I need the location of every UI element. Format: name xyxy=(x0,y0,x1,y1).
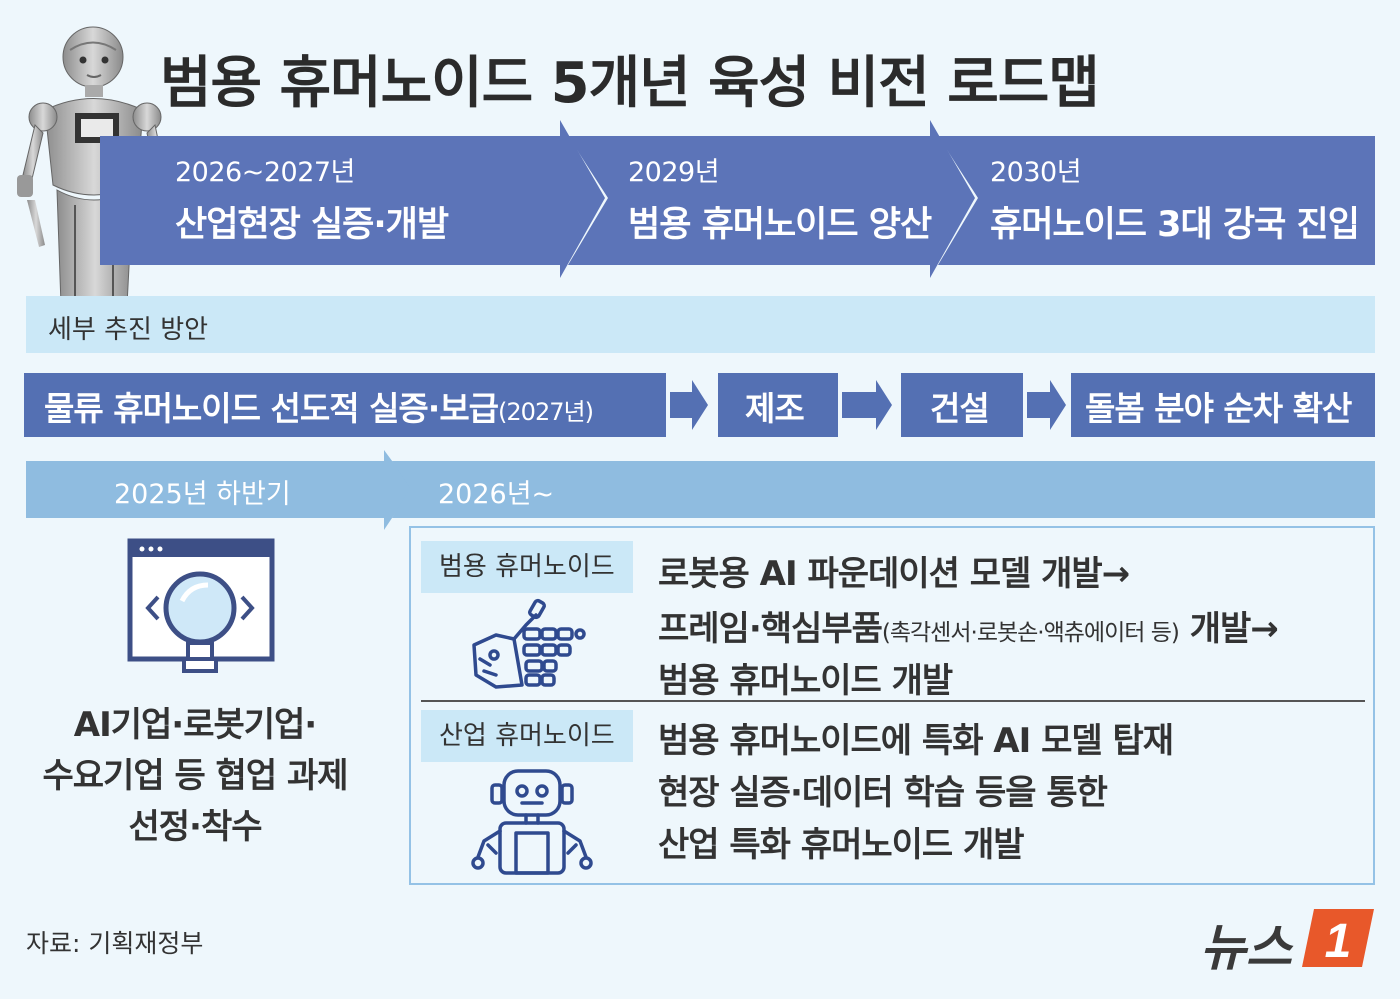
flow-box-3 xyxy=(901,373,1023,437)
timeline-right-segment xyxy=(392,461,1375,518)
program-panel xyxy=(409,526,1375,885)
phase-label-3: 휴머노이드 3대 강국 진입 xyxy=(990,205,1360,245)
phase-year-3: 2030년 xyxy=(990,157,1082,188)
industrial-line-1: 범용 휴머노이드에 특화 AI 모델 탑재 xyxy=(658,721,1174,761)
phase-label-2: 범용 휴머노이드 양산 xyxy=(628,205,932,245)
timeline-left-segment xyxy=(26,450,412,530)
left-task-text: AI기업·로봇기업· 수요기업 등 협업 과제 선정·착수 xyxy=(20,700,370,853)
phase-label-1: 산업현장 실증·개발 xyxy=(175,205,449,245)
news1-logo-text: 뉴스 xyxy=(1200,919,1292,977)
robot-hand-icon xyxy=(472,598,586,689)
timeline-left-label: 2025년 하반기 xyxy=(114,479,291,510)
news1-logo-badge: 1 xyxy=(1302,909,1374,968)
general-line-1: 로봇용 AI 파운데이션 모델 개발→ xyxy=(658,554,1130,594)
page-title: 범용 휴머노이드 5개년 육성 비전 로드맵 xyxy=(160,51,1100,116)
magnifier-window-icon xyxy=(127,538,275,673)
left-task-line-3: 선정·착수 xyxy=(128,807,262,847)
left-task-line-2: 수요기업 등 협업 과제 xyxy=(42,756,348,796)
phase-arrow-1 xyxy=(100,120,605,278)
flow-arrow-1 xyxy=(670,380,708,430)
flow-step-3: 건설 xyxy=(930,389,990,428)
flow-arrow-2 xyxy=(842,380,892,430)
detail-header-bar: 세부 추진 방안 xyxy=(26,296,1375,353)
flow-box-4 xyxy=(1071,373,1375,437)
panel-divider xyxy=(421,700,1365,702)
phase-arrow-2 xyxy=(568,120,975,278)
flow-arrow-3 xyxy=(1027,380,1066,430)
timeline-right-label: 2026년~ xyxy=(438,479,555,510)
flow-step-1-main: 물류 휴머노이드 선도적 실증·보급 xyxy=(44,389,499,428)
industrial-line-3: 산업 특화 휴머노이드 개발 xyxy=(658,825,1025,865)
flow-box-1 xyxy=(24,373,666,437)
flow-step-1-year: (2027년) xyxy=(498,398,594,426)
roadmap-arrows xyxy=(100,120,1375,278)
phase-arrow-3 xyxy=(938,136,1375,265)
timeline-bar xyxy=(26,450,1375,530)
general-line-3: 범용 휴머노이드 개발 xyxy=(658,661,953,701)
left-task-line-1: AI기업·로봇기업· xyxy=(73,705,317,745)
general-line-2-end: 개발→ xyxy=(1178,609,1279,649)
general-tag: 범용 휴머노이드 xyxy=(421,541,633,593)
flow-step-1: 물류 휴머노이드 선도적 실증·보급(2027년) xyxy=(44,382,594,430)
phase-year-2: 2029년 xyxy=(628,157,720,188)
flow-step-2: 제조 xyxy=(745,389,805,428)
general-line-2-main: 프레임·핵심부품 xyxy=(658,609,883,649)
general-line-2: 프레임·핵심부품(촉각센서·로봇손·액츄에이터 등) 개발→ xyxy=(658,601,1279,650)
flow-box-2 xyxy=(718,373,838,437)
robot-icon xyxy=(471,769,593,875)
flow-boxes xyxy=(24,373,1375,437)
flow-step-4: 돌봄 분야 순차 확산 xyxy=(1085,389,1352,428)
phase-year-1: 2026~2027년 xyxy=(175,157,355,188)
industrial-tag: 산업 휴머노이드 xyxy=(421,710,633,762)
detail-header-text: 세부 추진 방안 xyxy=(48,315,209,345)
source-note: 자료: 기획재정부 xyxy=(26,929,204,958)
general-line-2-paren: (촉각센서·로봇손·액츄에이터 등) xyxy=(881,620,1180,646)
news1-logo-number: 1 xyxy=(1325,915,1352,968)
industrial-line-2: 현장 실증·데이터 학습 등을 통한 xyxy=(658,773,1108,813)
